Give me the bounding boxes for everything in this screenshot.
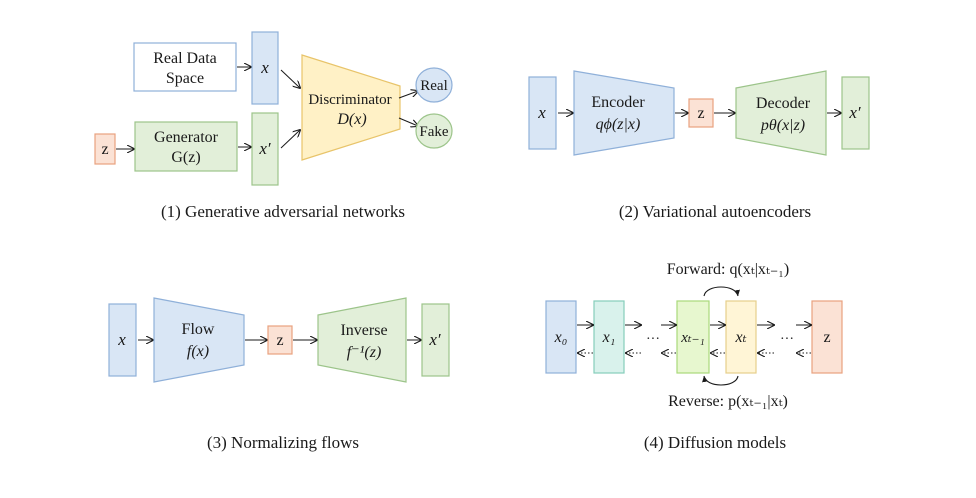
gan-z-label: z: [101, 141, 108, 158]
flow-xprime-label: x′: [428, 330, 441, 349]
diffusion-x0-box: [545, 300, 577, 374]
flow-z-label: z: [276, 332, 283, 349]
flow-flow-shape: [153, 297, 245, 383]
gan-fake-label: Fake: [419, 124, 449, 140]
flow-xprime-box: [421, 303, 450, 377]
diffusion-caption: (4) Diffusion models: [644, 433, 786, 452]
gan-generator-label-1: Generator: [154, 129, 219, 146]
vae-z-label: z: [697, 105, 704, 122]
diffusion-ellipsis-1: ···: [646, 332, 660, 347]
flow-x-box: [108, 303, 137, 377]
flow-inverse-shape: [317, 297, 407, 383]
flow-caption: (3) Normalizing flows: [207, 433, 359, 452]
diffusion-xt-box: [725, 300, 757, 374]
diffusion-reverse-label: Reverse: p(xₜ₋₁|xₜ): [668, 393, 788, 410]
gan-real-circle: [415, 67, 453, 103]
gan-panel: Real Data Space x z Generator G(z) x′ Di…: [94, 31, 453, 221]
gan-discriminator-shape: [301, 54, 401, 161]
gan-x-box: [251, 31, 279, 105]
diffusion-xt1-label: xₜ₋₁: [680, 330, 705, 346]
vae-z-box: [688, 98, 714, 128]
gan-real-label: Real: [420, 78, 448, 94]
flow-flow-label-2: f(x): [187, 343, 209, 360]
gan-discriminator-label-2: D(x): [336, 111, 366, 128]
vae-decoder-label-1: Decoder: [756, 95, 811, 112]
diffusion-forward-label: Forward: q(xₜ|xₜ₋₁): [667, 261, 789, 278]
vae-encoder-label-1: Encoder: [591, 94, 645, 111]
flow-panel: x Flow f(x) z Inverse f⁻¹(z) x′ (3) Norm…: [108, 297, 450, 452]
gan-arrow-to-fake: [398, 117, 418, 126]
vae-encoder-label-2: qϕ(z|x): [596, 116, 641, 133]
gan-generator-label-2: G(z): [171, 149, 200, 166]
gan-x-label: x: [260, 58, 269, 77]
gan-generator-box: [134, 121, 238, 172]
diffusion-forward-loop-arrow: [703, 286, 740, 297]
diffusion-z-label: z: [823, 329, 830, 346]
vae-xprime-box: [841, 76, 870, 150]
diffusion-x0-label: x₀: [554, 329, 568, 346]
gan-fake-circle: [415, 113, 453, 149]
gan-discriminator-label-1: Discriminator: [308, 92, 391, 108]
flow-inverse-label-2: f⁻¹(z): [347, 344, 382, 361]
diffusion-ellipsis-2: ···: [780, 332, 794, 347]
diffusion-x1-label: x₁: [602, 329, 616, 346]
gan-arrow-x-to-discriminator: [280, 69, 300, 88]
vae-x-box: [528, 76, 557, 150]
vae-encoder-shape: [573, 70, 675, 156]
flow-inverse-label-1: Inverse: [340, 322, 387, 339]
vae-xprime-label: x′: [848, 103, 861, 122]
gan-real-data-label-1: Real Data: [153, 50, 217, 67]
gan-caption: (1) Generative adversarial networks: [161, 202, 405, 221]
vae-x-label: x: [537, 103, 546, 122]
vae-decoder-label-2: pθ(x|z): [760, 117, 805, 134]
diffusion-x1-box: [593, 300, 625, 374]
vae-decoder-shape: [735, 70, 827, 156]
diffusion-reverse-loop-arrow: [702, 375, 739, 386]
diffusion-z-box: [811, 300, 843, 374]
flow-flow-label-1: Flow: [182, 321, 215, 338]
vae-caption: (2) Variational autoencoders: [619, 202, 811, 221]
gan-arrow-to-real: [398, 91, 418, 99]
gan-real-data-box: [133, 42, 237, 92]
flow-x-label: x: [117, 330, 126, 349]
vae-panel: x Encoder qϕ(z|x) z Decoder pθ(x|z) x′ (…: [528, 70, 870, 221]
gan-xprime-box: [251, 112, 279, 186]
gan-z-box: [94, 133, 116, 165]
flow-z-box: [267, 325, 293, 355]
gan-real-data-label-2: Space: [166, 70, 204, 87]
gan-xprime-label: x′: [258, 139, 271, 158]
gan-arrow-xprime-to-discriminator: [280, 130, 300, 149]
diffusion-xt1-box: [676, 300, 710, 374]
diffusion-panel: Forward: q(xₜ|xₜ₋₁) x₀ x₁ ··· xₜ₋₁ xₜ ··…: [545, 261, 843, 452]
diffusion-xt-label: xₜ: [734, 329, 746, 346]
